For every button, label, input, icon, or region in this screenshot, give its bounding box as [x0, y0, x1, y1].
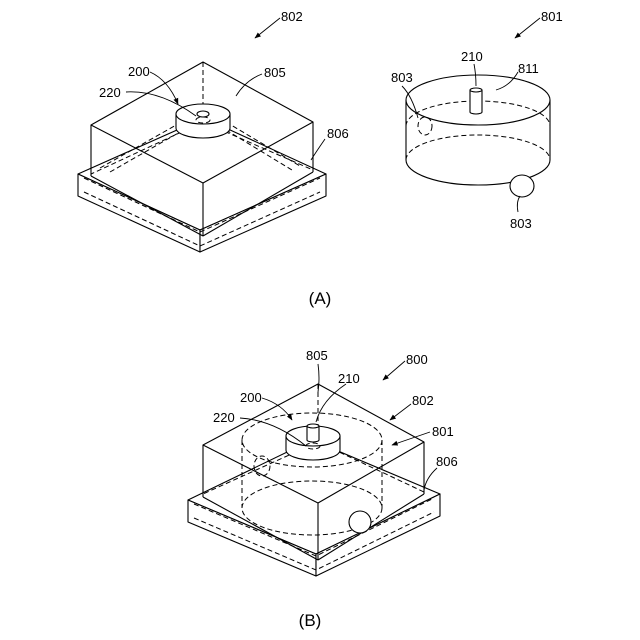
ref-806-b: 806 [436, 454, 458, 469]
panel-b: 805 800 210 200 802 220 801 806 (B) [188, 348, 458, 630]
ref-802-b: 802 [412, 393, 434, 408]
ref-801-b: 801 [432, 424, 454, 439]
ref-220-a: 220 [99, 85, 121, 100]
ref-803-bottom-a: 803 [510, 216, 532, 231]
caption-a: (A) [309, 289, 332, 308]
ref-806-a: 806 [327, 126, 349, 141]
panel-a: 802 801 200 220 805 806 210 811 803 803 … [78, 9, 563, 308]
ref-200-a: 200 [128, 64, 150, 79]
ref-803-left-a: 803 [391, 70, 413, 85]
ref-805-a: 805 [264, 65, 286, 80]
cylinder-unit-801-a [406, 75, 550, 197]
ref-220-b: 220 [213, 410, 235, 425]
ref-800-b: 800 [406, 352, 428, 367]
ref-801-a: 801 [541, 9, 563, 24]
ref-802-a: 802 [281, 9, 303, 24]
ref-200-b: 200 [240, 390, 262, 405]
ref-811-a: 811 [518, 61, 539, 76]
sensor-disc-200-b [286, 424, 340, 460]
ref-805-b: 805 [306, 348, 328, 363]
sensor-disc-200-a [176, 104, 230, 138]
caption-b: (B) [299, 611, 322, 630]
ref-210-b: 210 [338, 371, 360, 386]
ref-210-a: 210 [461, 49, 483, 64]
